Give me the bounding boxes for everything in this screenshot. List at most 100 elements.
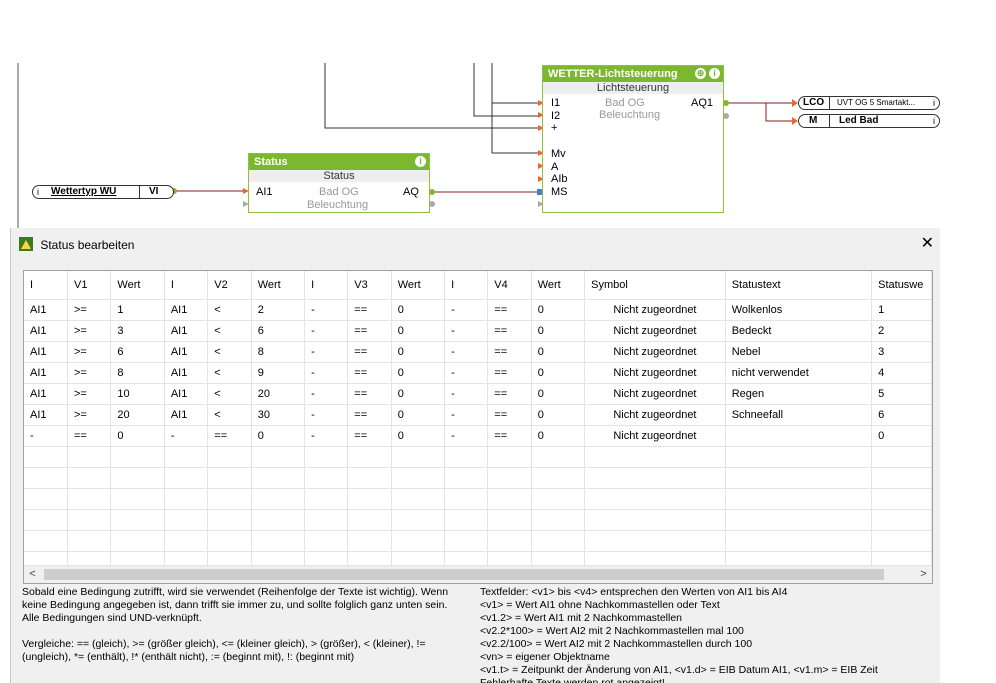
- table-cell[interactable]: [391, 488, 446, 510]
- column-header[interactable]: Wert: [251, 271, 306, 300]
- table-cell[interactable]: [251, 446, 306, 468]
- table-cell[interactable]: [207, 467, 252, 489]
- table-cell[interactable]: 20: [110, 404, 165, 426]
- scroll-left-arrow-icon[interactable]: <: [29, 568, 36, 580]
- table-cell[interactable]: AI1: [24, 320, 68, 342]
- table-cell[interactable]: ==: [347, 404, 392, 426]
- table-cell[interactable]: 0: [531, 383, 586, 405]
- table-cell[interactable]: [67, 488, 112, 510]
- table-cell[interactable]: [391, 509, 446, 531]
- table-cell[interactable]: [871, 509, 932, 531]
- table-cell[interactable]: [304, 509, 349, 531]
- table-cell[interactable]: -: [444, 383, 489, 405]
- table-cell[interactable]: AI1: [24, 362, 68, 384]
- table-cell[interactable]: 3: [110, 320, 165, 342]
- table-cell[interactable]: [24, 467, 68, 489]
- table-cell[interactable]: [347, 488, 392, 510]
- table-cell[interactable]: [207, 509, 252, 531]
- table-cell[interactable]: 0: [531, 320, 586, 342]
- scroll-right-arrow-icon[interactable]: >: [920, 568, 927, 580]
- table-cell[interactable]: [110, 446, 165, 468]
- table-cell[interactable]: [164, 488, 209, 510]
- table-cell[interactable]: -: [304, 341, 349, 363]
- input-pin-i1[interactable]: I1: [551, 97, 561, 109]
- table-cell[interactable]: [444, 509, 489, 531]
- output-reference-lco[interactable]: LCO UVT OG 5 Smartakt... i: [798, 96, 940, 110]
- info-icon[interactable]: i: [709, 68, 720, 79]
- column-header[interactable]: Statuswe: [871, 271, 932, 300]
- table-cell[interactable]: 0: [871, 425, 932, 447]
- table-cell[interactable]: AI1: [164, 299, 209, 321]
- table-cell[interactable]: [304, 446, 349, 468]
- table-cell[interactable]: [347, 530, 392, 552]
- table-cell[interactable]: >=: [67, 362, 112, 384]
- table-cell[interactable]: 0: [391, 341, 446, 363]
- table-row[interactable]: [24, 509, 932, 531]
- column-header[interactable]: V4: [487, 271, 532, 300]
- table-cell[interactable]: AI1: [24, 404, 68, 426]
- table-cell[interactable]: [444, 446, 489, 468]
- input-pin-aib[interactable]: AIb: [551, 173, 568, 185]
- table-cell[interactable]: [347, 467, 392, 489]
- table-cell[interactable]: -: [24, 425, 68, 447]
- table-cell[interactable]: [391, 467, 446, 489]
- table-cell[interactable]: 6: [110, 341, 165, 363]
- table-cell[interactable]: 0: [531, 362, 586, 384]
- info-icon[interactable]: i: [933, 98, 935, 108]
- table-cell[interactable]: AI1: [164, 341, 209, 363]
- output-pin-aq1[interactable]: AQ1: [691, 97, 714, 109]
- table-cell[interactable]: [251, 530, 306, 552]
- column-header[interactable]: Wert: [531, 271, 586, 300]
- info-icon[interactable]: i: [415, 156, 426, 167]
- table-cell[interactable]: [725, 446, 873, 468]
- link-icon[interactable]: ⊕: [695, 68, 706, 79]
- column-header[interactable]: V3: [347, 271, 392, 300]
- table-cell[interactable]: 2: [871, 320, 932, 342]
- info-icon[interactable]: i: [933, 116, 935, 126]
- table-cell[interactable]: 0: [531, 299, 586, 321]
- table-cell[interactable]: -: [444, 341, 489, 363]
- table-cell[interactable]: [24, 530, 68, 552]
- table-cell[interactable]: [487, 446, 532, 468]
- table-cell[interactable]: [871, 446, 932, 468]
- column-header[interactable]: Wert: [110, 271, 165, 300]
- table-cell[interactable]: <: [207, 299, 252, 321]
- output-reference-led-bad[interactable]: M Led Bad i: [798, 114, 940, 128]
- column-header[interactable]: Symbol: [584, 271, 726, 300]
- table-cell[interactable]: AI1: [24, 383, 68, 405]
- table-cell[interactable]: Wolkenlos: [725, 299, 873, 321]
- table-cell[interactable]: [531, 488, 586, 510]
- table-cell[interactable]: -: [304, 320, 349, 342]
- table-cell[interactable]: -: [304, 299, 349, 321]
- table-cell[interactable]: ==: [207, 425, 252, 447]
- table-cell[interactable]: [110, 530, 165, 552]
- table-cell[interactable]: [531, 509, 586, 531]
- table-cell[interactable]: 0: [110, 425, 165, 447]
- table-cell[interactable]: ==: [67, 425, 112, 447]
- table-cell[interactable]: <: [207, 341, 252, 363]
- column-header[interactable]: V2: [207, 271, 252, 300]
- table-cell[interactable]: -: [444, 320, 489, 342]
- column-header[interactable]: I: [24, 271, 68, 300]
- table-cell[interactable]: [531, 467, 586, 489]
- table-cell[interactable]: ==: [487, 362, 532, 384]
- table-cell[interactable]: 3: [871, 341, 932, 363]
- table-cell[interactable]: -: [444, 299, 489, 321]
- table-cell[interactable]: [67, 467, 112, 489]
- input-reference-wettertyp[interactable]: i Wettertyp WU VI: [32, 185, 174, 199]
- table-cell[interactable]: 2: [251, 299, 306, 321]
- table-cell[interactable]: [67, 509, 112, 531]
- table-cell[interactable]: [725, 488, 873, 510]
- symbol-cell[interactable]: Nicht zugeordnet: [584, 425, 726, 447]
- table-cell[interactable]: AI1: [24, 299, 68, 321]
- table-cell[interactable]: [24, 446, 68, 468]
- table-cell[interactable]: -: [444, 362, 489, 384]
- symbol-cell[interactable]: [584, 509, 726, 531]
- table-cell[interactable]: [164, 467, 209, 489]
